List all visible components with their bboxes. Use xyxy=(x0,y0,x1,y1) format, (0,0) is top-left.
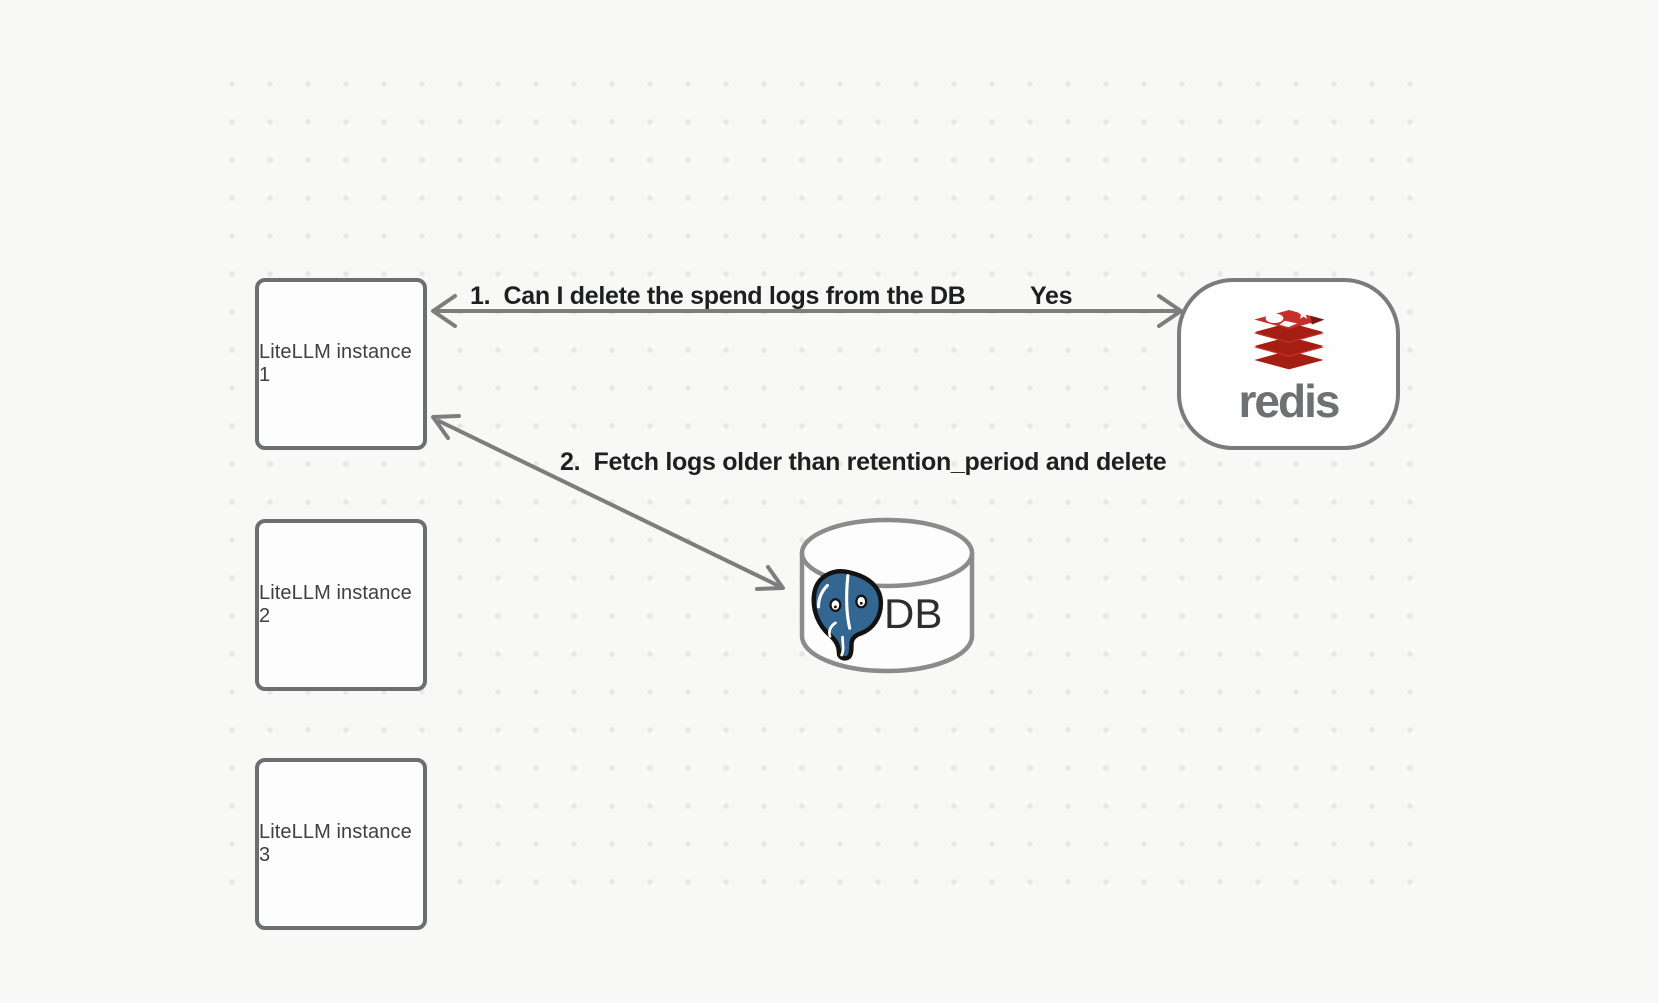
arrowhead-up-icon xyxy=(431,414,461,440)
redis-node-label: redis xyxy=(1238,374,1341,427)
db-node-label: DB xyxy=(884,590,943,637)
litellm-instance-1-node[interactable]: LiteLLM instance 1 xyxy=(255,278,427,450)
db-node-content: DB xyxy=(806,566,966,662)
redis-logo-icon xyxy=(1253,307,1324,369)
arrowhead-left-icon xyxy=(431,294,457,328)
edge1-answer-label[interactable]: Yes xyxy=(1030,282,1073,310)
litellm-instance-3-label: LiteLLM instance 3 xyxy=(259,821,412,866)
postgres-elephant-icon xyxy=(811,569,884,661)
litellm-instance-1-label: LiteLLM instance 1 xyxy=(259,341,412,386)
litellm-instance-2-node[interactable]: LiteLLM instance 2 xyxy=(255,519,427,691)
edge-instance1-db[interactable] xyxy=(431,414,785,591)
litellm-instance-2-label: LiteLLM instance 2 xyxy=(259,582,412,627)
edge2-label[interactable]: 2. Fetch logs older than retention_perio… xyxy=(560,448,1167,476)
redis-node[interactable]: redis xyxy=(1177,278,1400,450)
arrowhead-down-icon xyxy=(755,565,785,591)
litellm-instance-3-node[interactable]: LiteLLM instance 3 xyxy=(255,758,427,930)
edge1-label[interactable]: 1. Can I delete the spend logs from the … xyxy=(470,282,966,310)
